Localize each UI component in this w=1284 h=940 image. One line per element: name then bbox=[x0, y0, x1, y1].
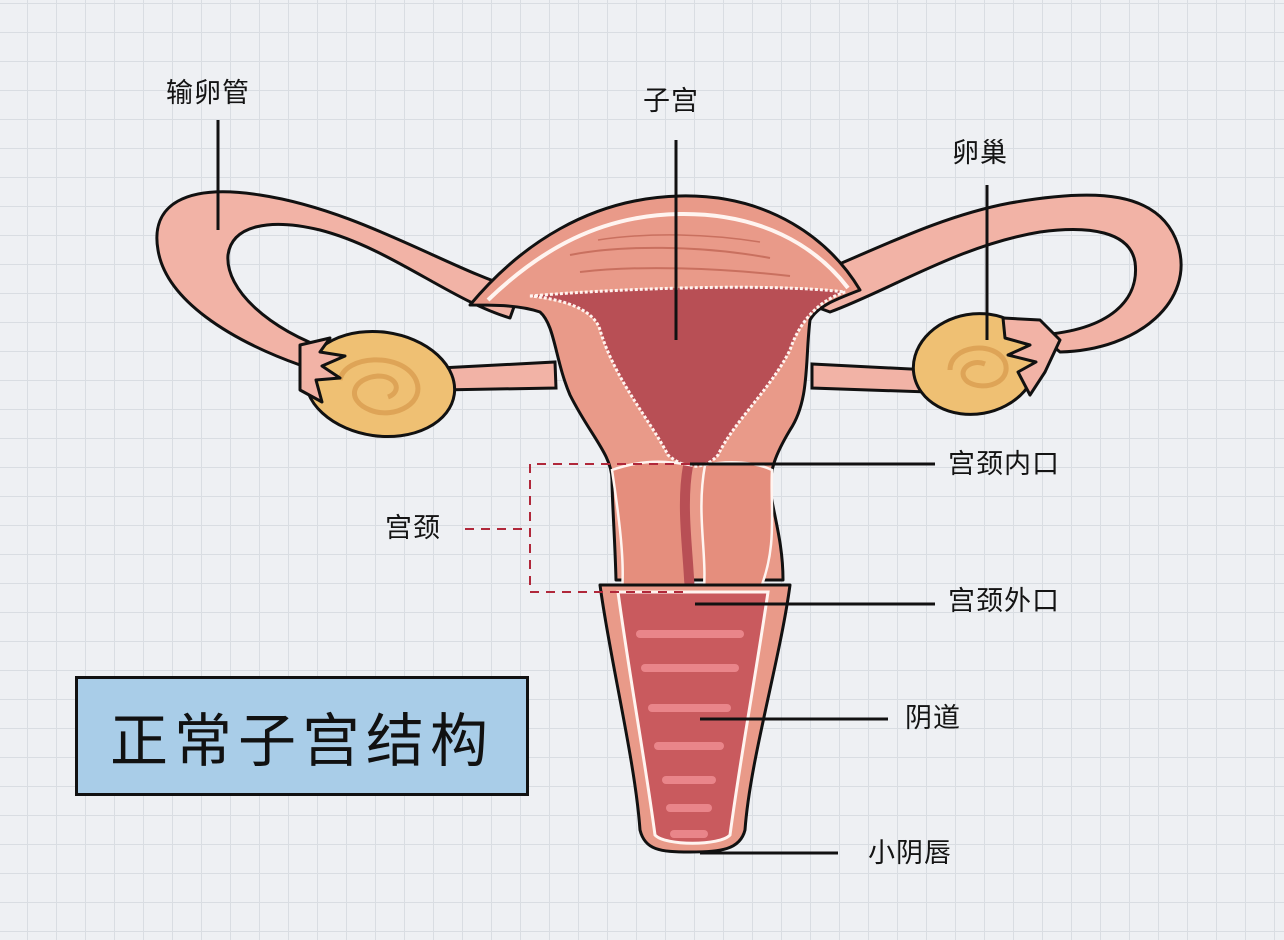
label-cervix: 宫颈 bbox=[385, 513, 441, 544]
label-labia-minora: 小阴唇 bbox=[868, 838, 952, 869]
uterine-cavity bbox=[529, 285, 846, 468]
vagina bbox=[598, 583, 792, 854]
leader-lines bbox=[216, 120, 989, 855]
diagram-title: 正常子宫结构 bbox=[109, 707, 494, 775]
label-vagina: 阴道 bbox=[905, 703, 961, 734]
label-internal-os: 宫颈内口 bbox=[948, 449, 1060, 480]
title-box: 正常子宫结构 bbox=[75, 676, 529, 796]
label-external-os: 宫颈外口 bbox=[948, 586, 1060, 617]
left-ovary bbox=[298, 329, 457, 439]
label-fallopian-tube: 输卵管 bbox=[166, 78, 250, 109]
label-uterus: 子宫 bbox=[643, 86, 699, 117]
vaginal-rugae bbox=[636, 630, 744, 838]
cervix-bracket bbox=[465, 463, 690, 593]
cervix-left-wall bbox=[610, 460, 690, 592]
label-ovary: 卵巢 bbox=[952, 138, 1008, 169]
left-fallopian-tube bbox=[155, 190, 522, 367]
uterus-body bbox=[468, 194, 862, 607]
right-ovary bbox=[911, 312, 1062, 416]
right-fallopian-tube bbox=[768, 193, 1183, 354]
left-ovarian-ligament bbox=[438, 360, 558, 392]
